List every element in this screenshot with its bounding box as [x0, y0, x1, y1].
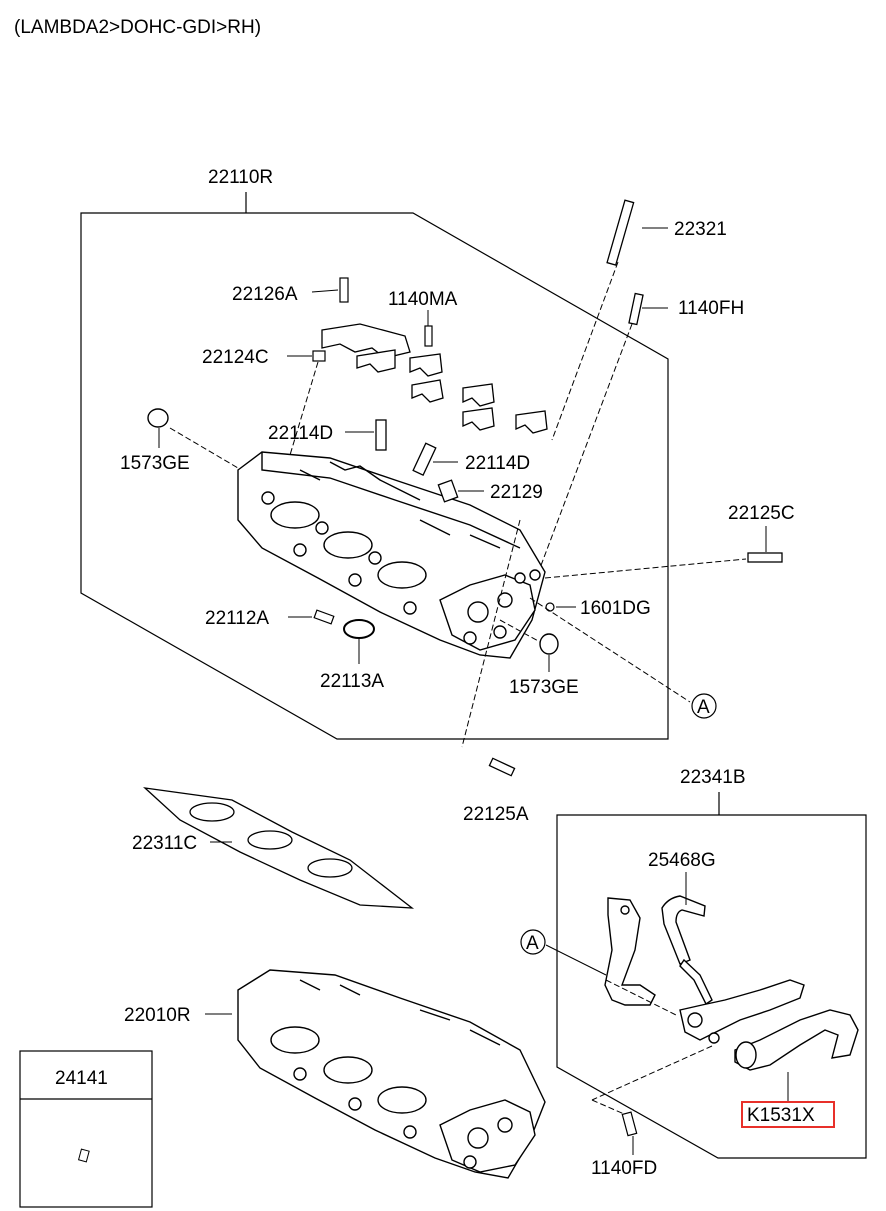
plug-22129 — [437, 479, 459, 503]
stud-22125C — [747, 552, 783, 563]
ball-1601DG — [545, 602, 555, 612]
label-22113A: 22113A — [320, 671, 384, 692]
label-22341B: 22341B — [680, 767, 746, 788]
dashed-guides-upper — [169, 261, 747, 748]
plug-1573GE-bottom — [539, 633, 559, 655]
label-1601DG: 1601DG — [580, 598, 651, 619]
water-pipe-illustration — [604, 895, 859, 1071]
label-22110R: 22110R — [208, 167, 273, 188]
bolt-1140FH — [628, 292, 644, 326]
leader-lines-upper — [158, 227, 767, 672]
bolt-1140MA — [424, 325, 433, 347]
callout-A-top — [691, 693, 717, 719]
water-pipe-assembly-box — [556, 814, 867, 1159]
label-22114D-left: 22114D — [268, 423, 333, 444]
bolt-1140FD — [621, 1111, 638, 1137]
part-24141-box — [19, 1050, 153, 1208]
label-22114D-right: 22114D — [465, 453, 530, 474]
bolt-22321 — [606, 199, 635, 266]
bare-cylinder-head-illustration — [237, 969, 546, 1179]
label-24141: 24141 — [55, 1068, 108, 1089]
label-22010R: 22010R — [124, 1005, 191, 1026]
stud-22125A — [488, 757, 516, 777]
label-1140FH: 1140FH — [678, 298, 744, 319]
label-22129: 22129 — [490, 482, 543, 503]
cam-caps — [321, 323, 548, 434]
dashed-guides-lower — [591, 979, 713, 1115]
part-24141-icon — [77, 1148, 90, 1163]
highlight-box-K1531X — [741, 1101, 835, 1128]
leader-lines-lower — [545, 872, 789, 1155]
label-1140FD: 1140FD — [591, 1158, 657, 1179]
bolt-22126A — [339, 277, 349, 303]
pin-22112A — [313, 609, 335, 625]
diagram-title: (LAMBDA2>DOHC-GDI>RH) — [14, 17, 262, 38]
label-1140MA: 1140MA — [388, 289, 458, 310]
plug-1573GE-top — [147, 408, 169, 428]
dowel-22114D-right — [412, 442, 437, 476]
label-22125A: 22125A — [463, 804, 529, 825]
label-22124C: 22124C — [202, 347, 269, 368]
label-K1531X: K1531X — [747, 1105, 815, 1126]
head-gasket-illustration — [143, 787, 415, 909]
label-22321: 22321 — [674, 219, 727, 240]
dowel-22114D-left — [375, 419, 387, 451]
callout-A-bottom — [520, 929, 546, 955]
label-22112A: 22112A — [205, 608, 269, 629]
label-22311C: 22311C — [132, 833, 197, 854]
callout-A-bottom-letter: A — [526, 933, 539, 954]
seal-22113A — [343, 619, 375, 639]
label-25468G: 25468G — [648, 850, 716, 871]
callout-A-top-letter: A — [697, 697, 710, 718]
label-1573GE-bottom: 1573GE — [509, 677, 579, 698]
label-1573GE-top: 1573GE — [120, 453, 190, 474]
label-22126A: 22126A — [232, 284, 298, 305]
dowel-22124C — [312, 350, 326, 362]
label-22125C: 22125C — [728, 503, 795, 524]
cylinder-head-assembly-box — [80, 212, 669, 740]
cylinder-head-illustration — [237, 451, 546, 659]
